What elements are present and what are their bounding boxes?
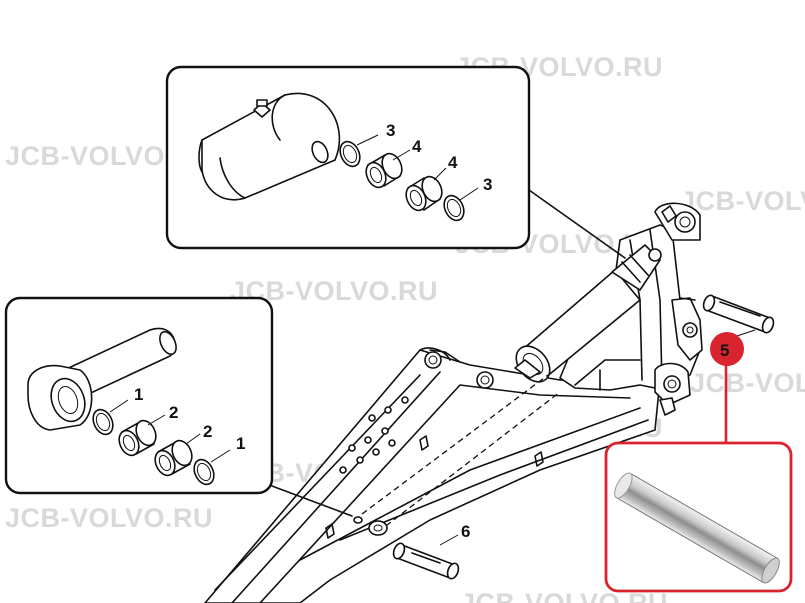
top-inset: 3 4 4 3 [165, 65, 626, 259]
callout-2-left-top: 2 [169, 403, 178, 422]
highlighted-part-5: 5 [604, 329, 793, 593]
callout-2-left-bottom: 2 [203, 422, 212, 441]
pin-6 [392, 542, 460, 580]
watermark: JCB-VOLVO.RU [690, 368, 805, 398]
watermark: JCB-VOLVO.RU [5, 503, 213, 533]
callout-6-label: 6 [461, 522, 470, 541]
leader-line [528, 189, 626, 259]
pin-5-photo [614, 472, 780, 584]
left-inset: 1 2 2 1 [4, 296, 353, 517]
pin-5 [702, 294, 775, 334]
callout-6: 6 [439, 522, 470, 546]
callout-1-left-bottom: 1 [236, 434, 245, 453]
callout-1-left-top: 1 [134, 385, 143, 404]
watermark: JCB-VOLVO.RU [680, 186, 805, 216]
callout-5-badge [710, 332, 744, 366]
callout-3-top-right: 3 [483, 175, 492, 194]
callout-5-label: 5 [720, 341, 729, 360]
callout-3-top-left: 3 [386, 121, 395, 140]
hydraulic-cylinder [514, 244, 662, 383]
boom-assembly [204, 202, 775, 603]
callout-4-top-right: 4 [448, 153, 458, 172]
leader-line [271, 485, 353, 517]
callout-4-top-left: 4 [412, 137, 422, 156]
boom-holes [339, 396, 409, 474]
